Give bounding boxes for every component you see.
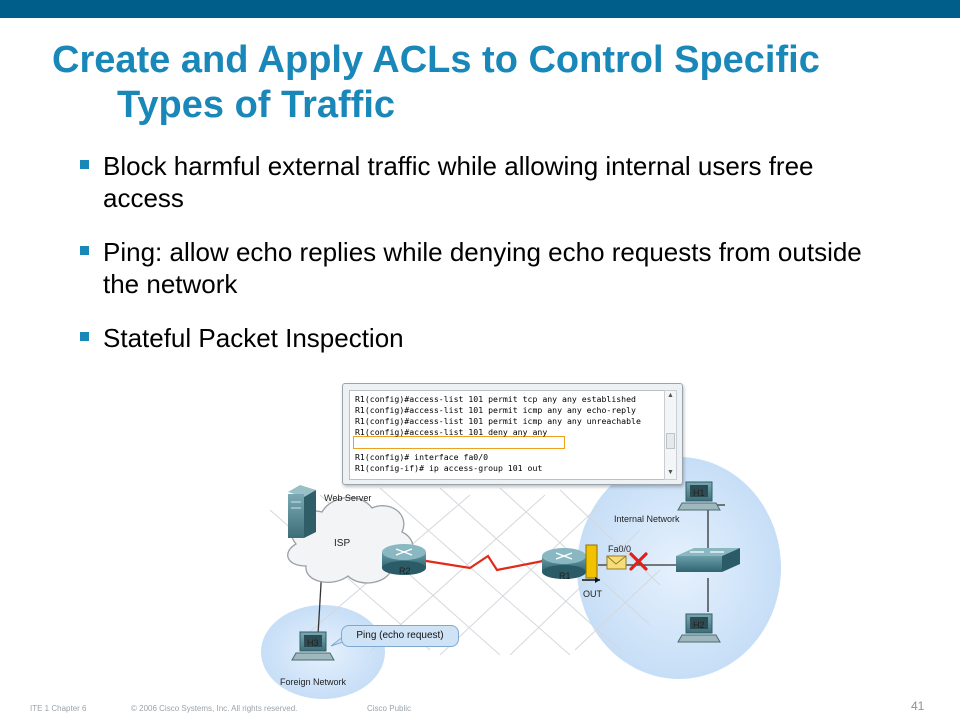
acl-filter-icon: [582, 544, 600, 583]
bullet-square-icon: [80, 246, 89, 255]
r1-label: R1: [559, 571, 571, 581]
bullet-item: Ping: allow echo replies while denying e…: [78, 236, 898, 300]
bullet-text: Ping: allow echo replies while denying e…: [103, 237, 862, 299]
cli-scrollbar[interactable]: ▲ ▼: [664, 390, 677, 480]
footer-copyright: © 2006 Cisco Systems, Inc. All rights re…: [131, 704, 298, 713]
bullet-square-icon: [80, 332, 89, 341]
slide-title: Create and Apply ACLs to Control Specifi…: [0, 38, 960, 128]
cli-line-highlighted: R1(config)#access-list 101 deny any any: [355, 427, 548, 437]
web-server-icon: [288, 485, 316, 538]
h2-label: H2: [693, 620, 705, 630]
cli-window: R1(config)#access-list 101 permit tcp an…: [342, 383, 683, 485]
title-line-2: Types of Traffic: [117, 84, 396, 126]
interface-fa0-0-label: Fa0/0: [608, 544, 632, 554]
cli-highlight-box: [353, 436, 565, 449]
bullet-text: Stateful Packet Inspection: [103, 323, 404, 353]
top-bar: [0, 0, 960, 18]
footer-chapter: ITE 1 Chapter 6: [30, 704, 87, 713]
cli-line: R1(config)#access-list 101 permit tcp an…: [355, 394, 636, 404]
h1-label: H1: [693, 488, 705, 498]
scroll-up-icon[interactable]: ▲: [667, 392, 674, 399]
host-h1-icon: [677, 481, 721, 511]
deny-x-icon: [629, 552, 648, 571]
footer-classification: Cisco Public: [367, 704, 412, 713]
host-h2-icon: [677, 613, 721, 643]
switch-icon: [676, 548, 740, 572]
out-label: OUT: [583, 589, 602, 599]
title-line-1: Create and Apply ACLs to Control Specifi…: [52, 39, 820, 81]
h3-label: H3: [307, 638, 319, 648]
bullet-item: Block harmful external traffic while all…: [78, 150, 898, 214]
router-r2-icon: [382, 544, 426, 575]
bullet-square-icon: [80, 160, 89, 169]
ping-callout: Ping (echo request): [341, 625, 459, 647]
foreign-network-label: Foreign Network: [280, 677, 347, 687]
cli-line: R1(config)# interface fa0/0: [355, 452, 489, 462]
cli-text-area[interactable]: R1(config)#access-list 101 permit tcp an…: [349, 390, 665, 480]
router-r1-icon: [542, 548, 586, 579]
bullet-list: Block harmful external traffic while all…: [78, 150, 898, 376]
r2-label: R2: [399, 566, 411, 576]
page-number: 41: [911, 699, 925, 713]
scroll-down-icon[interactable]: ▼: [667, 469, 674, 476]
host-h3-icon: [291, 631, 335, 661]
bullet-text: Block harmful external traffic while all…: [103, 151, 814, 213]
web-server-label: Web Server: [324, 493, 372, 503]
isp-label: ISP: [334, 538, 351, 549]
cli-line: R1(config)#access-list 101 permit icmp a…: [355, 416, 641, 426]
cli-line: R1(config)#access-list 101 permit icmp a…: [355, 405, 636, 415]
internal-network-label: Internal Network: [614, 514, 680, 524]
bullet-item: Stateful Packet Inspection: [78, 322, 898, 354]
packet-envelope-icon: [606, 555, 627, 570]
cli-line: R1(config-if)# ip access-group 101 out: [355, 463, 543, 473]
scroll-thumb[interactable]: [666, 433, 675, 449]
